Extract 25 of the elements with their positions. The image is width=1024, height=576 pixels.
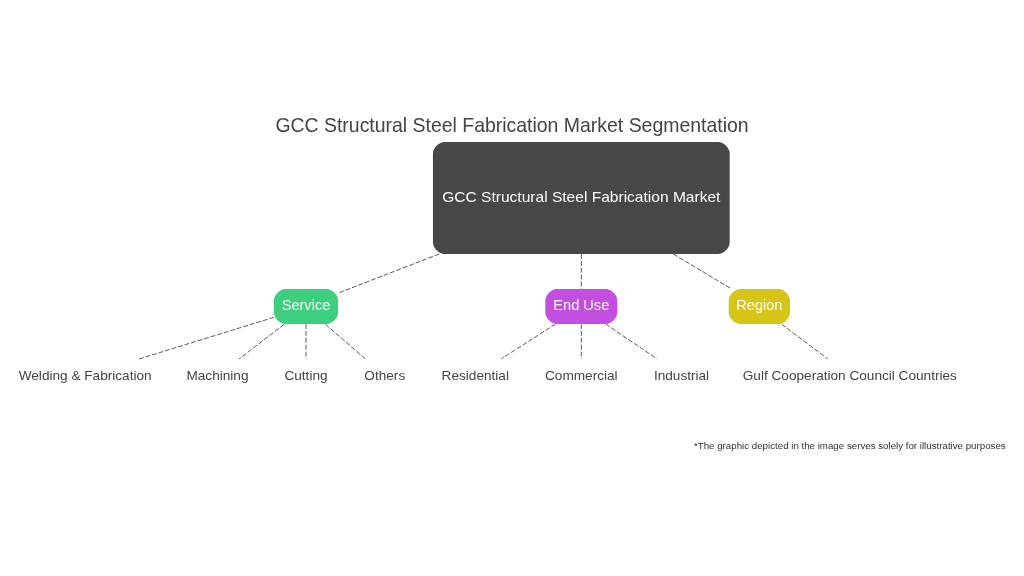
node-text: Commercial — [545, 367, 618, 383]
label: *The graphic depicted in the image serves solely for illustrative purposes — [693, 439, 1006, 451]
connector — [238, 323, 285, 359]
connector — [580, 323, 582, 359]
node-text: Industrial — [653, 367, 710, 383]
connector — [781, 323, 829, 359]
node-box: GCC Structural Steel Fabrication Market — [432, 141, 730, 254]
connector — [672, 253, 732, 289]
node-box: Region — [728, 288, 790, 324]
node-text: Welding & Fabrication — [18, 367, 152, 383]
connector — [325, 323, 367, 359]
connector — [337, 253, 440, 294]
node-box: End Use — [545, 288, 618, 324]
connector — [605, 323, 658, 359]
node-text: Cutting — [284, 367, 328, 383]
node-text: Residential — [441, 367, 509, 383]
connector — [305, 323, 307, 359]
node-box: Service — [273, 288, 339, 324]
connector — [138, 316, 275, 359]
connector — [580, 253, 582, 289]
node-text: Others — [364, 367, 406, 383]
connector — [500, 323, 556, 359]
diagram-title: GCC Structural Steel Fabrication Market Segmentation — [275, 113, 749, 136]
node-text: Machining — [186, 367, 249, 383]
node-text: Gulf Cooperation Council Countries — [742, 367, 957, 383]
